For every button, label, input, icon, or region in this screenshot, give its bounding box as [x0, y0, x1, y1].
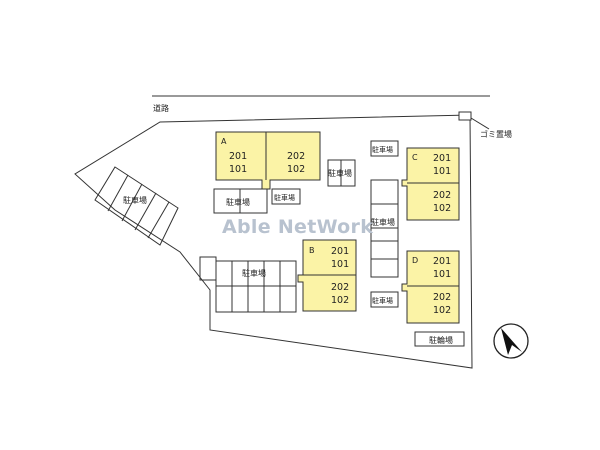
north-arrow-icon [493, 323, 529, 359]
building-d-unit-201: 201 [433, 256, 451, 267]
building-a [215, 131, 321, 190]
building-b-letter: B [309, 246, 315, 255]
building-b-unit-102: 102 [331, 295, 349, 306]
building-d [401, 250, 460, 324]
parking-label-middle: 駐車場 [328, 168, 352, 178]
parking-label-center: 駐車場 [371, 217, 395, 227]
site-boundary [74, 114, 473, 369]
parking-box-a-right [271, 188, 301, 205]
watermark-text: Able NetWork [222, 216, 373, 238]
parking-label-a-left: 駐車場 [226, 197, 250, 207]
parking-diagonal [94, 166, 179, 246]
road-label: 道路 [153, 103, 169, 113]
parking-label-a-right: 駐車場 [274, 193, 295, 202]
building-b-unit-201: 201 [331, 246, 349, 257]
parking-label-diagonal: 駐車場 [123, 195, 147, 205]
parking-center-column [370, 179, 399, 278]
building-c-unit-102: 102 [433, 203, 451, 214]
parking-label-center-bottom: 駐車場 [372, 296, 393, 305]
building-a-unit-101: 101 [229, 164, 247, 175]
building-d-unit-102: 102 [433, 305, 451, 316]
building-a-unit-201: 201 [229, 151, 247, 162]
building-c-unit-101: 101 [433, 166, 451, 177]
parking-box-center-top [370, 140, 399, 157]
building-b-unit-101: 101 [331, 259, 349, 270]
garbage-area-icon [458, 111, 472, 121]
garbage-leader-line [470, 117, 490, 130]
parking-label-center-top: 駐車場 [372, 145, 393, 154]
parking-grid-main [199, 256, 297, 313]
bicycle-parking-label: 駐輪場 [429, 335, 453, 345]
building-c [401, 147, 460, 221]
parking-box-center-bottom [370, 291, 399, 308]
building-a-unit-102: 102 [287, 164, 305, 175]
parking-label-main: 駐車場 [242, 268, 266, 278]
building-d-letter: D [412, 256, 418, 265]
garbage-area-label: ゴミ置場 [480, 129, 512, 139]
building-c-unit-201: 201 [433, 153, 451, 164]
building-c-unit-202: 202 [433, 190, 451, 201]
building-a-unit-202: 202 [287, 151, 305, 162]
building-d-unit-101: 101 [433, 269, 451, 280]
bicycle-parking-box [414, 331, 465, 347]
building-d-unit-202: 202 [433, 292, 451, 303]
building-c-letter: C [412, 153, 418, 162]
building-b-unit-202: 202 [331, 282, 349, 293]
building-a-letter: A [221, 137, 227, 146]
